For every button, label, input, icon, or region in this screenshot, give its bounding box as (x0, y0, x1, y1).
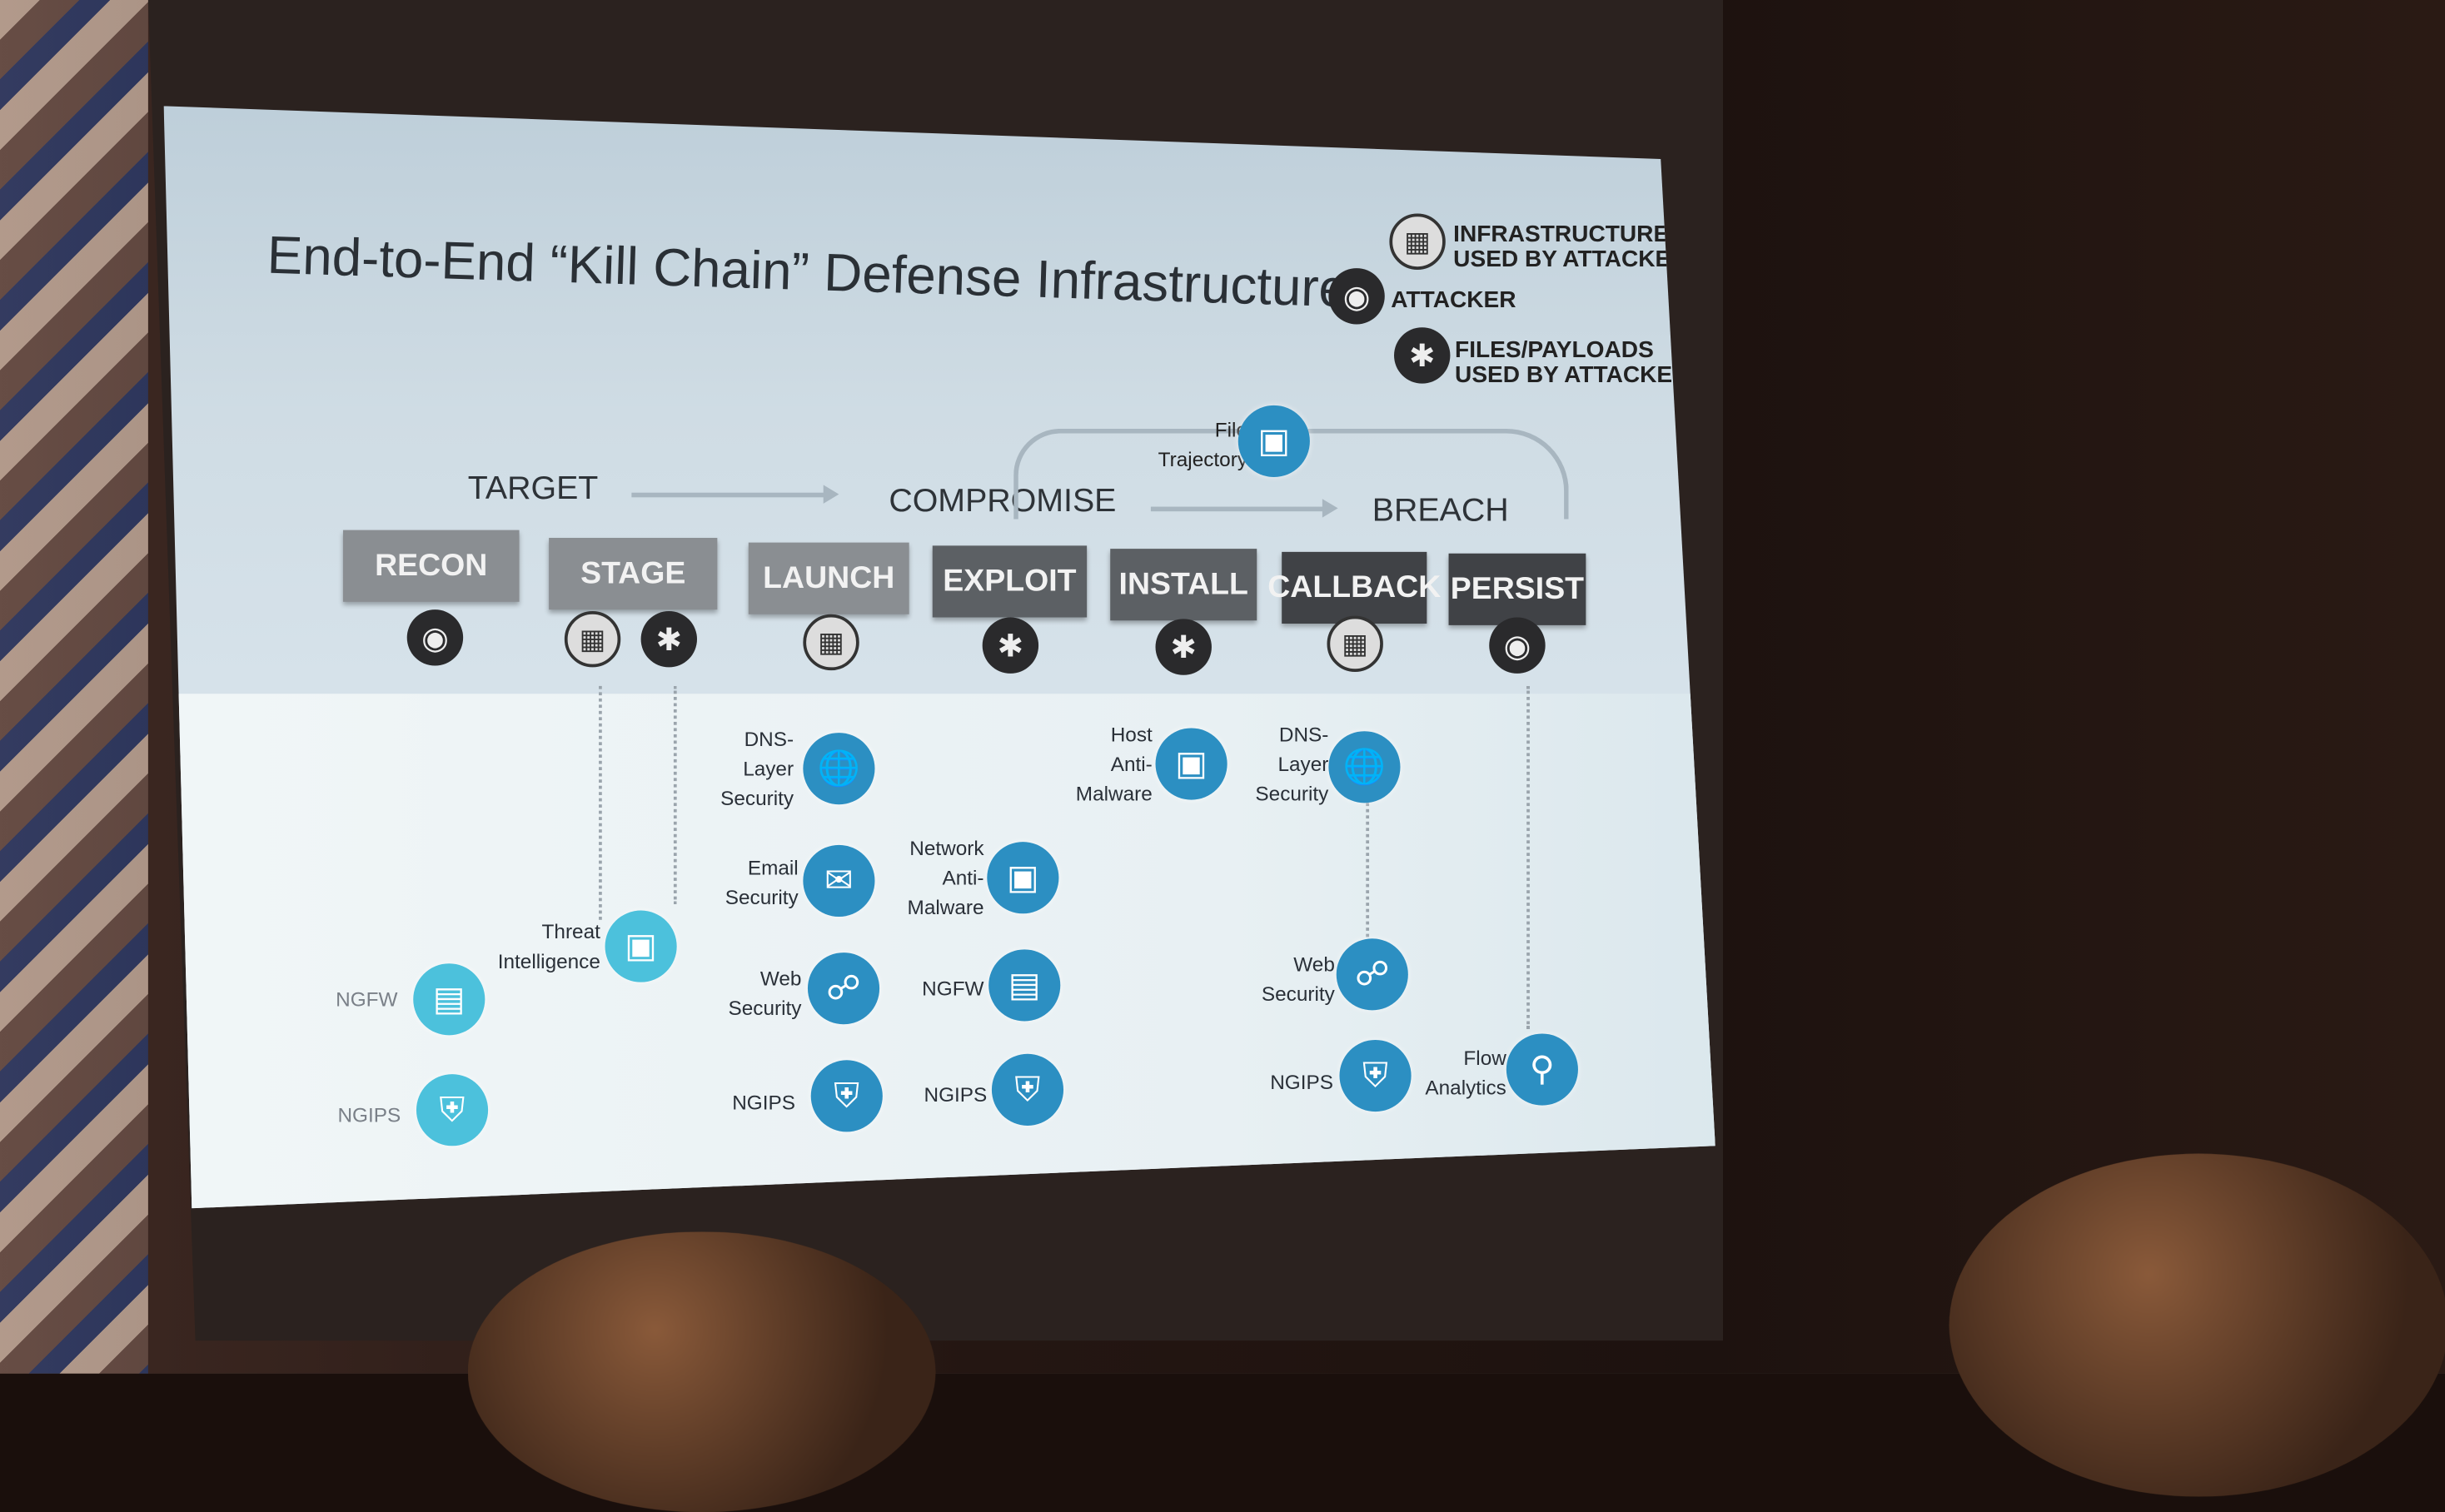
laptop-shield-icon: ▣ (1155, 728, 1227, 800)
screen-icon: ▣ (605, 910, 677, 982)
laptop-shield-icon: ▣ (987, 842, 1059, 914)
stage-launch: LAUNCH (748, 542, 909, 614)
bug-icon: ✱ (640, 611, 698, 668)
web-security-icon: ☍ (1336, 938, 1408, 1011)
stage-stage: STAGE (549, 538, 718, 610)
dotted-line (1526, 685, 1530, 1029)
dotted-line (599, 685, 602, 920)
legend-payloads: FILES/PAYLOADS USED BY ATTACKER (1455, 336, 1690, 389)
stage-recon: RECON (342, 530, 520, 602)
bug-icon: ✱ (1394, 327, 1451, 384)
stage-persist: PERSIST (1448, 553, 1586, 625)
globe-icon: 🌐 (803, 733, 875, 805)
defense-label: NGIPS (732, 1090, 795, 1114)
defense-label: Threat Intelligence (497, 919, 600, 973)
phase-breach: BREACH (1372, 492, 1509, 529)
dotted-line (1366, 803, 1370, 943)
legend-infrastructure: INFRASTRUCTURE USED BY ATTACKER (1453, 221, 1688, 273)
stage-exploit: EXPLOIT (932, 545, 1088, 618)
shield-icon: ⛨ (991, 1053, 1064, 1126)
background-wall (0, 0, 148, 1374)
bug-icon: ✱ (1155, 619, 1212, 675)
defense-label: NGIPS (924, 1082, 988, 1107)
globe-grid-icon: ▦ (803, 614, 859, 671)
defense-label: Email Security (725, 856, 799, 909)
dotted-line (673, 685, 677, 905)
defense-label: Network Anti- Malware (907, 836, 984, 919)
shield-icon: ⛨ (1339, 1039, 1412, 1112)
bug-icon: ✱ (982, 617, 1039, 674)
defense-label: Host Anti- Malware (1075, 722, 1153, 806)
phase-target: TARGET (467, 470, 599, 507)
defense-label: NGIPS (1270, 1070, 1333, 1094)
audience-head (1949, 1153, 2445, 1497)
legend-attacker: ATTACKER (1391, 286, 1516, 314)
defense-label: NGIPS (337, 1102, 401, 1127)
shield-icon: ⛨ (810, 1060, 883, 1132)
audience-head (467, 1231, 936, 1512)
spy-hat-icon: ◉ (406, 609, 464, 666)
envelope-icon: ✉ (803, 844, 875, 918)
slide: End-to-End “Kill Chain” Defense Infrastr… (163, 106, 1715, 1209)
shield-icon: ⛨ (416, 1074, 489, 1146)
web-security-icon: ☍ (807, 952, 880, 1025)
magnifier-icon: ⚲ (1506, 1033, 1578, 1106)
spy-hat-icon: ◉ (1328, 268, 1385, 325)
globe-grid-icon: ▦ (1389, 213, 1446, 270)
file-trajectory-icon: ▣ (1237, 405, 1310, 477)
phase-compromise: COMPROMISE (889, 483, 1117, 520)
globe-grid-icon: ▦ (564, 611, 621, 668)
defense-label: NGFW (922, 977, 984, 1001)
defense-label: Flow Analytics (1425, 1046, 1506, 1100)
stage-callback: CALLBACK (1267, 551, 1441, 624)
defense-label: DNS- Layer Security (1255, 722, 1329, 806)
defense-label: NGFW (336, 987, 398, 1012)
globe-icon: 🌐 (1328, 731, 1401, 803)
stage-install: INSTALL (1110, 549, 1257, 621)
spy-hat-icon: ◉ (1489, 617, 1546, 674)
arrow (1150, 499, 1338, 518)
globe-grid-icon: ▦ (1327, 615, 1383, 673)
firewall-icon: ▤ (413, 963, 486, 1036)
file-trajectory-label: File Trajectory (1158, 417, 1247, 471)
defense-label: Web Security (728, 966, 802, 1020)
arrow (631, 485, 839, 504)
firewall-icon: ▤ (988, 949, 1061, 1022)
defense-label: DNS- Layer Security (720, 727, 794, 810)
defense-label: Web Security (1261, 952, 1335, 1006)
slide-title: End-to-End “Kill Chain” Defense Infrastr… (266, 226, 1350, 320)
